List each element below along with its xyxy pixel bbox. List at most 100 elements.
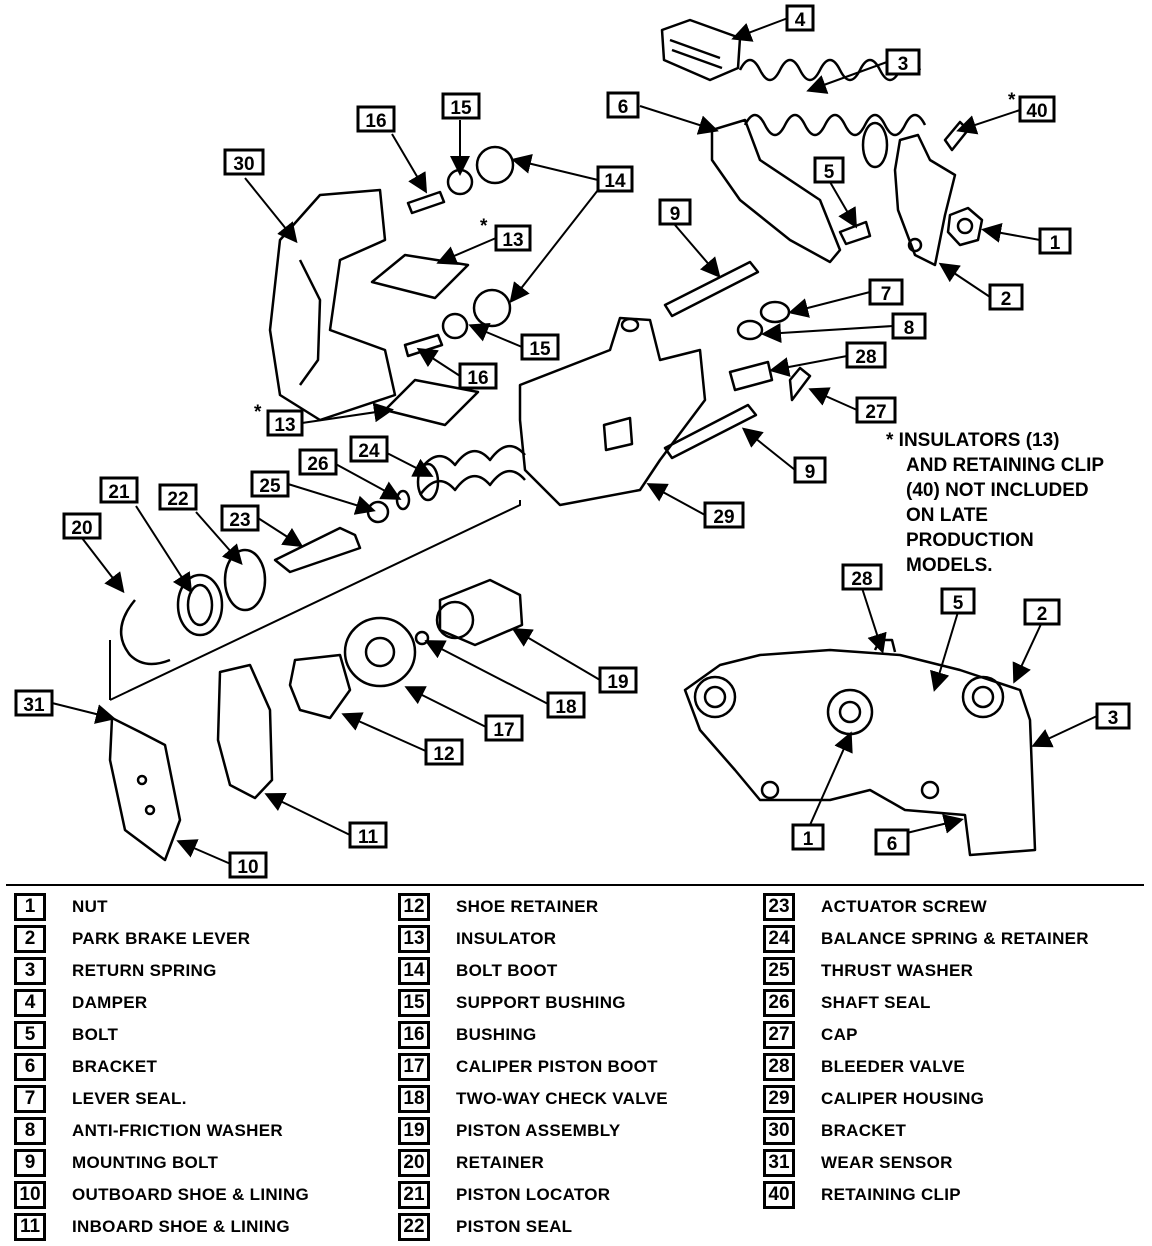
callout-29: 29 xyxy=(703,501,745,529)
svg-text:1: 1 xyxy=(1050,233,1061,254)
svg-text:8: 8 xyxy=(904,318,915,339)
legend-item-number: 4 xyxy=(14,989,46,1017)
legend-item-number: 21 xyxy=(398,1181,430,1209)
star-mark-40: * xyxy=(1008,90,1016,111)
legend-item-number: 11 xyxy=(14,1213,46,1241)
svg-text:21: 21 xyxy=(108,482,130,503)
callout-25: 25 xyxy=(250,470,290,498)
callout-18: 18 xyxy=(546,691,586,719)
svg-text:7: 7 xyxy=(881,284,892,305)
piston-seal-locator-retainer-parts xyxy=(119,548,267,666)
svg-text:29: 29 xyxy=(713,507,734,528)
svg-text:11: 11 xyxy=(358,827,379,848)
callout-16-bottom: 16 xyxy=(458,362,498,390)
bracket-6-part xyxy=(710,118,842,264)
legend-item-number: 2 xyxy=(14,925,46,953)
balance-spring-part xyxy=(416,445,526,502)
legend-item-number: 29 xyxy=(763,1085,795,1113)
legend-item-number: 3 xyxy=(14,957,46,985)
svg-text:6: 6 xyxy=(887,834,898,855)
legend-item-label: PISTON LOCATOR xyxy=(456,1185,611,1204)
svg-text:15: 15 xyxy=(450,98,472,119)
callout-6-top: 6 xyxy=(606,91,640,119)
shoe-retainer-part xyxy=(288,653,352,720)
legend-item: 2 PARK BRAKE LEVER xyxy=(14,925,250,953)
svg-text:31: 31 xyxy=(23,695,45,716)
legend-item: 1 NUT xyxy=(14,893,108,921)
legend-item-number: 7 xyxy=(14,1085,46,1113)
callout-9-bottom: 9 xyxy=(793,456,827,484)
legend-item-number: 8 xyxy=(14,1117,46,1145)
assembled-caliper-view xyxy=(683,638,1037,857)
callout-1-top: 1 xyxy=(1038,227,1072,255)
callout-5-top: 5 xyxy=(813,156,845,184)
svg-text:26: 26 xyxy=(307,454,328,475)
callout-8: 8 xyxy=(891,312,927,340)
legend-item-label: RETURN SPRING xyxy=(72,961,217,980)
callout-21: 21 xyxy=(99,476,139,504)
legend-item-label: PARK BRAKE LEVER xyxy=(72,929,251,948)
svg-text:5: 5 xyxy=(953,593,964,614)
callout-13-bottom: 13 xyxy=(266,409,304,437)
svg-text:9: 9 xyxy=(805,462,816,483)
legend-item-number: 18 xyxy=(398,1085,430,1113)
callout-7: 7 xyxy=(868,278,904,306)
bleeder-and-cap-parts xyxy=(728,360,812,402)
insulator-upper-part xyxy=(370,253,470,300)
return-spring-part xyxy=(738,58,927,169)
legend-item-number: 22 xyxy=(398,1213,430,1241)
callout-27: 27 xyxy=(855,396,897,424)
legend-item-label: CALIPER HOUSING xyxy=(821,1089,985,1108)
callout-3-top: 3 xyxy=(885,48,921,76)
legend-item-label: SHAFT SEAL xyxy=(821,993,931,1012)
note-line-1: * INSULATORS (13) xyxy=(886,430,1060,451)
svg-text:40: 40 xyxy=(1026,101,1047,122)
legend-item-number: 6 xyxy=(14,1053,46,1081)
svg-text:25: 25 xyxy=(259,476,281,497)
legend-item: 21 PISTON LOCATOR xyxy=(398,1181,610,1209)
legend-item-number: 13 xyxy=(398,925,430,953)
nut-1-part xyxy=(946,206,984,247)
callout-11: 11 xyxy=(348,821,388,849)
park-brake-lever-part xyxy=(893,133,957,267)
callout-31: 31 xyxy=(14,689,54,717)
callout-40: 40 xyxy=(1018,95,1056,123)
callout-3-bottom: 3 xyxy=(1095,702,1131,730)
inboard-shoe-part xyxy=(216,663,274,800)
star-mark-13-top: * xyxy=(480,216,488,237)
svg-text:15: 15 xyxy=(529,339,551,360)
legend-item-number: 1 xyxy=(14,893,46,921)
callout-30: 30 xyxy=(223,148,265,176)
svg-text:27: 27 xyxy=(865,402,886,423)
callout-15-bottom: 15 xyxy=(520,333,560,361)
callout-15-top: 15 xyxy=(441,92,481,120)
callout-12: 12 xyxy=(424,738,464,766)
legend-item-label: PISTON ASSEMBLY xyxy=(456,1121,621,1140)
legend-item-label: RETAINER xyxy=(456,1153,545,1172)
callout-14: 14 xyxy=(596,165,634,193)
svg-text:30: 30 xyxy=(233,154,254,175)
legend-item-label: CAP xyxy=(821,1025,858,1044)
callout-17: 17 xyxy=(484,714,524,742)
svg-text:28: 28 xyxy=(855,347,876,368)
callout-24: 24 xyxy=(349,435,389,463)
piston-assembly-part xyxy=(343,578,524,688)
legend-item-number: 10 xyxy=(14,1181,46,1209)
leader-lines xyxy=(51,17,1098,866)
callout-2-bottom: 2 xyxy=(1023,598,1061,626)
note-line-5: PRODUCTION xyxy=(906,530,1034,551)
legend-item-label: NUT xyxy=(72,897,108,916)
legend-item-label: PISTON SEAL xyxy=(456,1217,573,1236)
callout-16-top: 16 xyxy=(356,105,396,133)
legend-item-label: BOLT xyxy=(72,1025,119,1044)
